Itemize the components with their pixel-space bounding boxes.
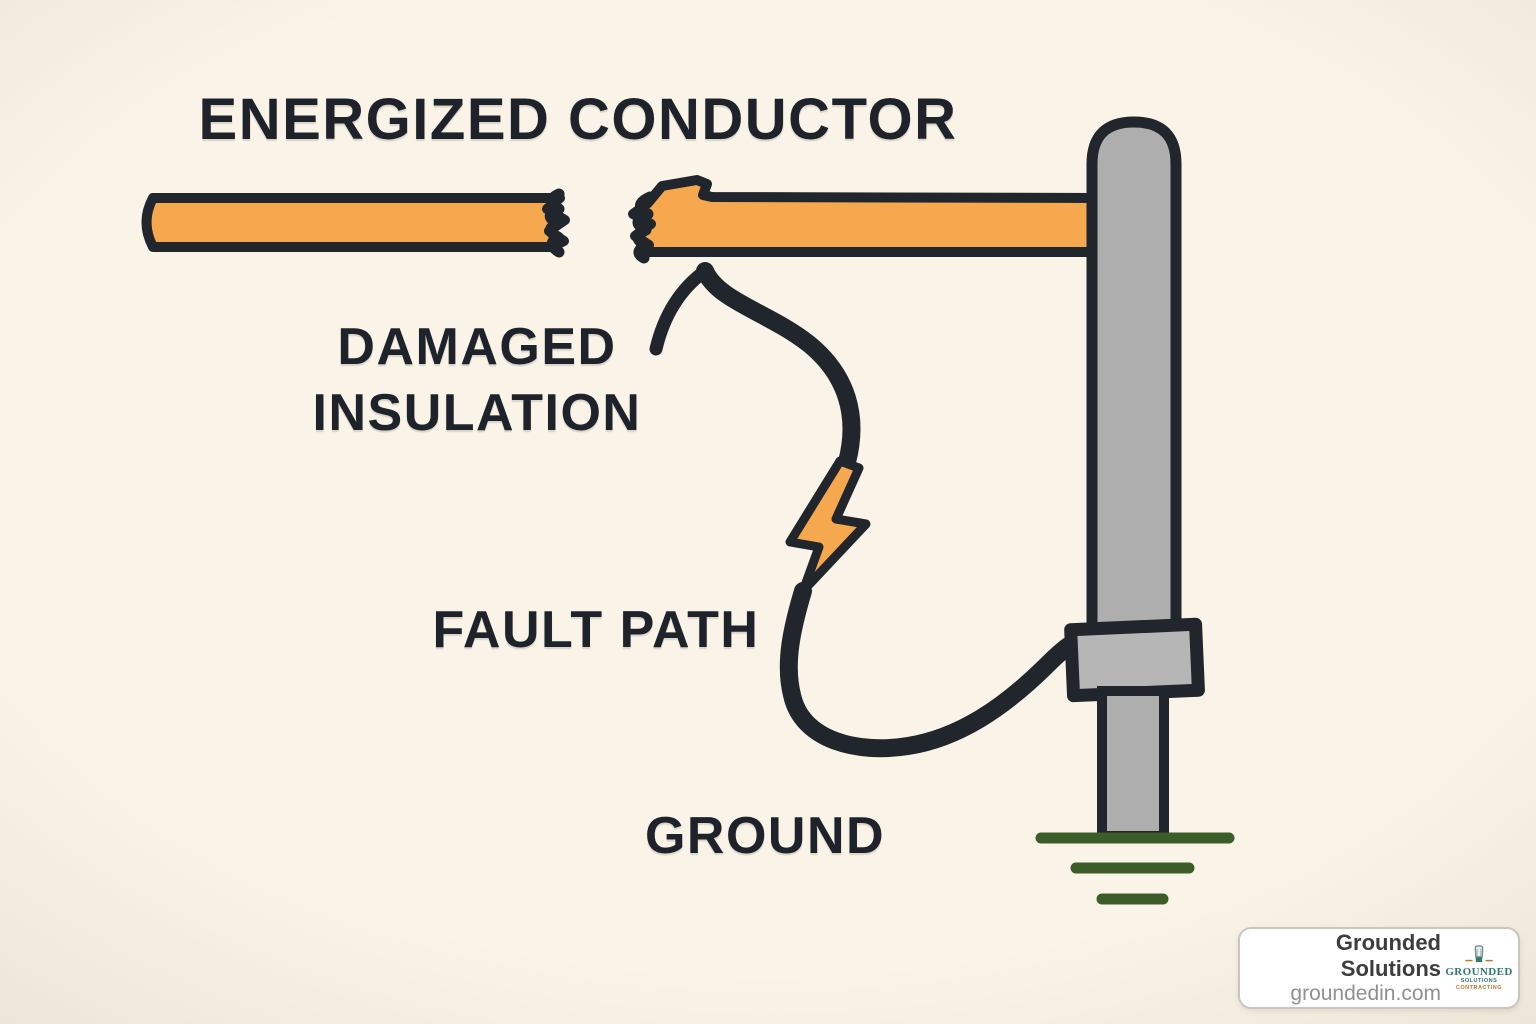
ground-pole: [1086, 116, 1182, 640]
fault-path-wire-upper: [696, 262, 861, 471]
ground-symbol-icon: [1035, 832, 1235, 905]
conductor-right-segment: [628, 175, 1105, 257]
fault-path-wire-lower: [779, 582, 1103, 758]
watermark-card: Grounded Solutions groundedin.com GROUND…: [1238, 927, 1520, 1009]
grounded-solutions-logo: GROUNDED SOLUTIONS CONTRACTING: [1445, 945, 1513, 991]
conductor-left-segment: [141, 193, 570, 252]
damaged-insulation-pointer-line: [649, 264, 712, 356]
conductor-left-break-squiggle: [544, 188, 565, 258]
lightning-bolt-icon: [785, 456, 871, 596]
fault-path-label: FAULT PATH: [432, 601, 760, 659]
logo-subline-solutions: SOLUTIONS: [1460, 978, 1498, 984]
ground-rod-icon: [1097, 686, 1169, 841]
conductor-right-break-squiggle: [632, 191, 656, 264]
damaged-insulation-label-line2: INSULATION: [312, 384, 642, 442]
damaged-insulation-label: DAMAGED INSULATION: [313, 314, 642, 446]
lightbulb-icon: [1465, 945, 1493, 962]
logo-wordmark: GROUNDED: [1445, 966, 1513, 978]
watermark-website: groundedin.com: [1290, 982, 1441, 1005]
watermark-company-name: Grounded Solutions: [1335, 930, 1441, 981]
ground-clamp: [1064, 617, 1205, 703]
logo-subline-contracting: CONTRACTING: [1455, 984, 1503, 991]
ground-label: GROUND: [644, 807, 886, 865]
watermark-text: Grounded Solutions groundedin.com: [1246, 930, 1441, 1006]
damaged-insulation-label-line1: DAMAGED: [337, 318, 617, 376]
energized-conductor-label: ENERGIZED CONDUCTOR: [198, 87, 958, 152]
